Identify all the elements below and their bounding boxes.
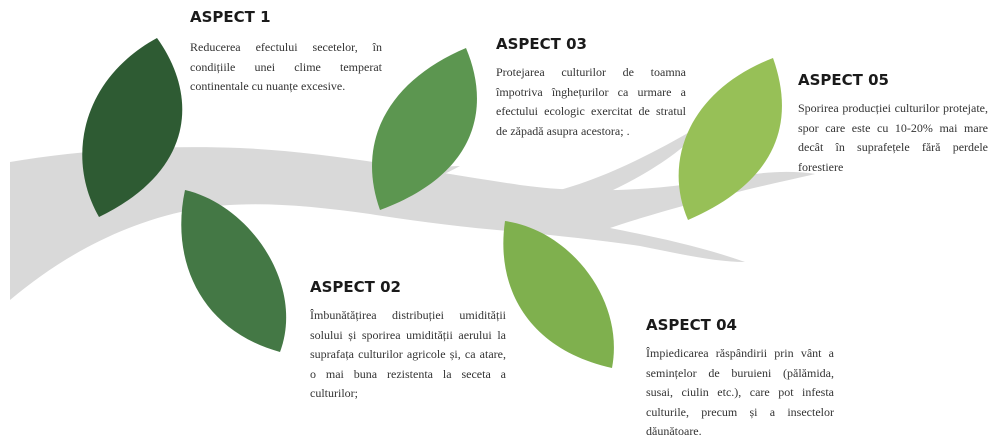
aspect-5-block: ASPECT 05 Sporirea producției culturilor… [798, 71, 988, 177]
aspect-5-title: ASPECT 05 [798, 71, 889, 89]
aspect-2-title: ASPECT 02 [310, 278, 401, 296]
branch [10, 147, 815, 300]
aspect-5-text: Sporirea producției culturilor protejate… [798, 101, 988, 174]
aspect-3-title: ASPECT 03 [496, 35, 587, 53]
aspect-1-block: ASPECT 1 Reducerea efectului secetelor, … [190, 8, 382, 97]
aspect-3-block: ASPECT 03 Protejarea culturilor de toamn… [496, 35, 686, 141]
aspect-1-title: ASPECT 1 [190, 8, 271, 26]
leaf-2 [181, 190, 287, 352]
aspect-2-block: ASPECT 02 Îmbunătățirea distribuției umi… [310, 278, 506, 404]
branch-twig-upper [560, 120, 710, 196]
aspect-4-text: Împiedicarea răspândirii prin vânt a sem… [646, 346, 834, 438]
leaf-5 [678, 58, 782, 220]
leaf-1 [82, 38, 183, 217]
aspect-3-text: Protejarea culturilor de toamna împotriv… [496, 65, 686, 138]
leaf-3 [372, 48, 477, 210]
aspect-2-text: Îmbunătățirea distribuției umidității so… [310, 308, 506, 400]
aspect-4-title: ASPECT 04 [646, 316, 737, 334]
leaf-4 [503, 221, 614, 368]
aspect-4-block: ASPECT 04 Împiedicarea răspândirii prin … [646, 316, 834, 441]
aspect-1-text: Reducerea efectului secetelor, în condiț… [190, 40, 382, 93]
